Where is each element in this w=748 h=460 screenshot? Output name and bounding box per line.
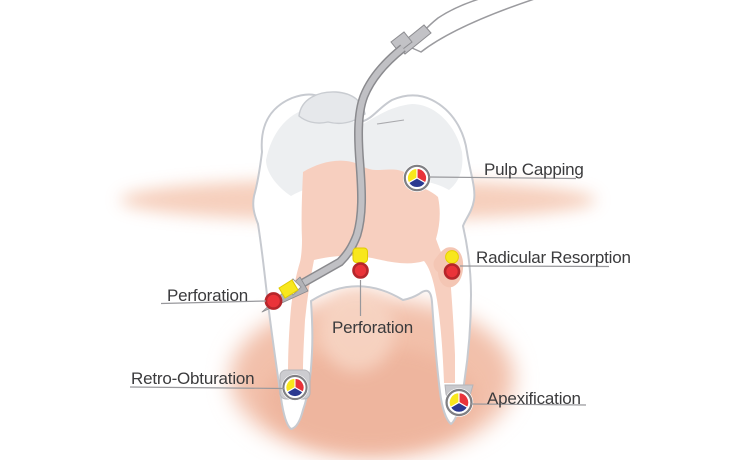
- label-retro-obturation: Retro-Obturation: [131, 369, 255, 388]
- apexification-marker: [443, 384, 475, 418]
- callout-lines: [129, 176, 610, 406]
- pulp-chamber-and-canals: [288, 160, 455, 383]
- radicular-resorption-line: [459, 265, 610, 268]
- retro-obturation-line: [129, 386, 285, 390]
- occlusal-mound: [298, 91, 366, 124]
- label-apexification: Apexification: [487, 389, 581, 408]
- pulp-capping-marker: [401, 162, 433, 194]
- handpiece-body: [411, 0, 534, 53]
- file-shaft: [301, 45, 405, 286]
- furcation-perforation-marker: [352, 247, 369, 279]
- pulp-capping-line: [428, 176, 577, 180]
- radicular-resorption-marker: [443, 250, 461, 280]
- fissure-line: [376, 119, 405, 125]
- label-radicular-resorption: Radicular Resorption: [476, 248, 631, 267]
- apexification-line: [470, 403, 587, 406]
- label-pulp-capping: Pulp Capping: [484, 160, 584, 179]
- label-perforation-side: Perforation: [167, 286, 248, 305]
- side-perforation-line: [160, 300, 267, 305]
- retro-obturation-marker: [279, 369, 311, 402]
- label-perforation-furcation: Perforation: [332, 318, 413, 337]
